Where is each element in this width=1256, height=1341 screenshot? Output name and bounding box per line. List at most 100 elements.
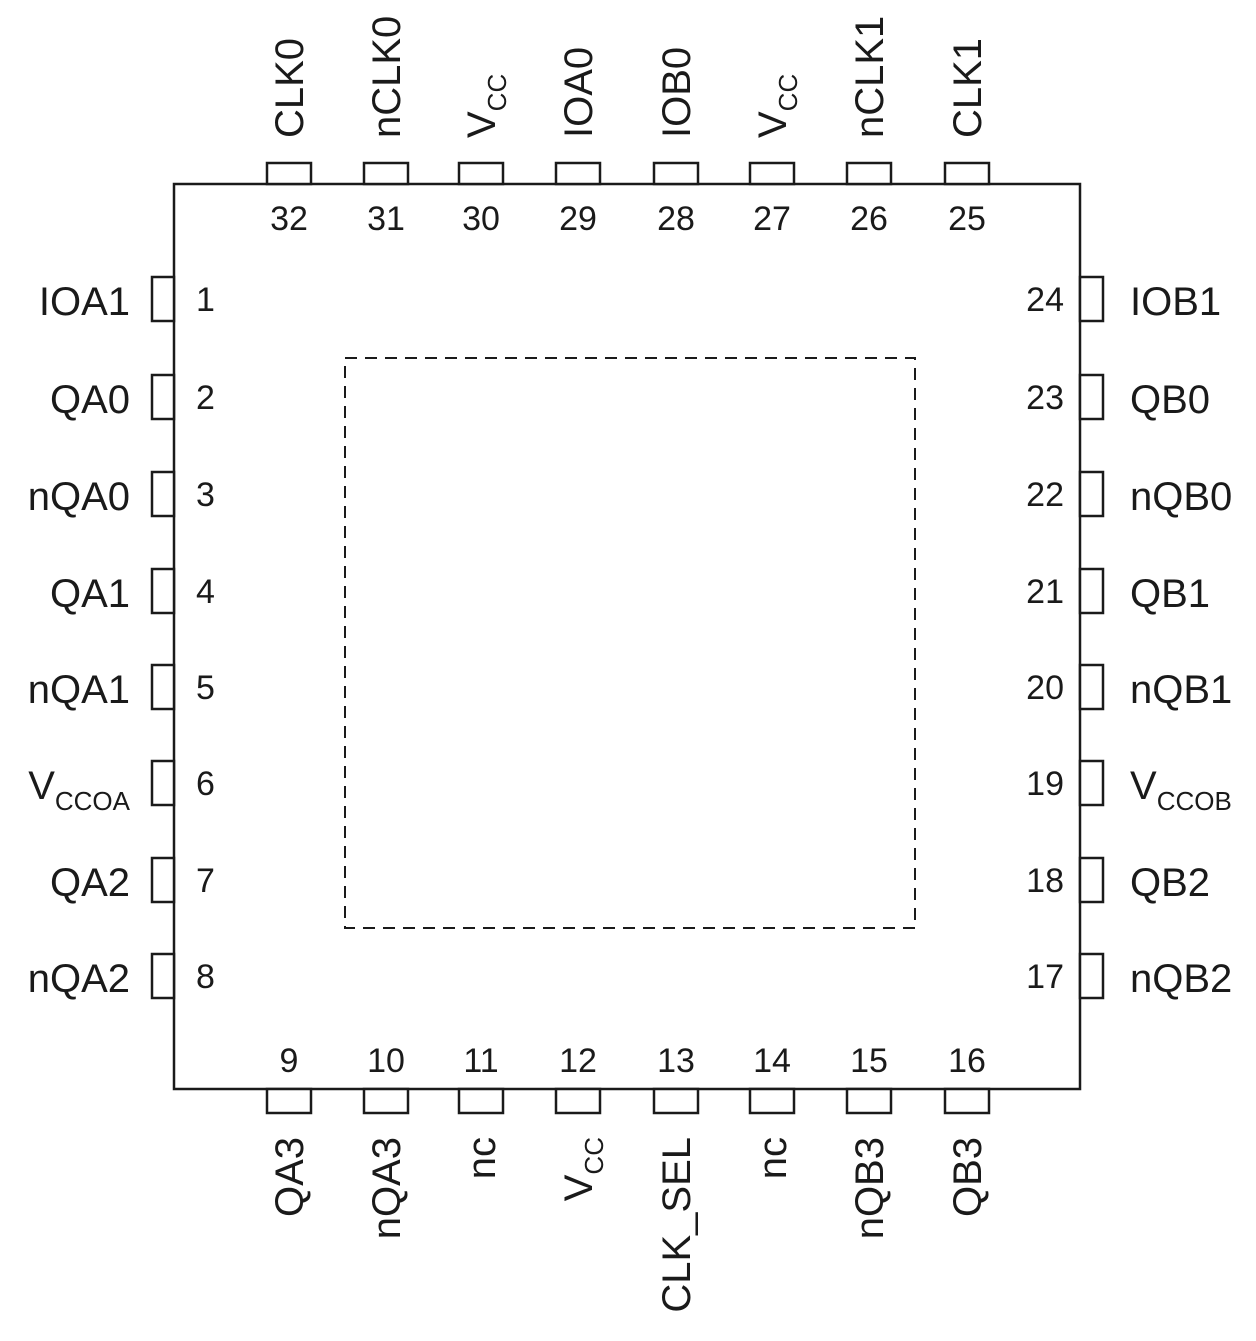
pin-21-name: QB1	[1130, 572, 1210, 616]
pin-7-lead	[150, 856, 176, 904]
pin-3-name: nQA0	[28, 475, 130, 519]
pin-16-number: 16	[948, 1042, 986, 1080]
pin-11-number: 11	[463, 1042, 498, 1080]
pin-32-number: 32	[270, 200, 308, 238]
pin-19-name: VCCOB	[1130, 764, 1232, 816]
pin-6-name-subscript: CCOA	[55, 786, 131, 816]
pin-26-number: 26	[850, 200, 888, 238]
pin-9-number: 9	[280, 1042, 299, 1080]
pin-18-lead	[1078, 856, 1105, 904]
pin-13-number: 13	[657, 1042, 695, 1080]
pin-12-number: 12	[559, 1042, 597, 1080]
exposed-pad-outline	[344, 357, 916, 929]
pin-12-lead	[554, 1087, 602, 1115]
pin-14-name: nc	[751, 1137, 795, 1179]
pin-23-lead	[1078, 373, 1105, 421]
pin-4-name: QA1	[50, 572, 130, 616]
pin-22-number: 22	[1026, 476, 1064, 514]
pin-9-lead	[265, 1087, 313, 1115]
pin-12-name-subscript: CC	[579, 1137, 609, 1175]
pin-3-lead	[150, 470, 176, 518]
pin-10-name: nQA3	[365, 1137, 409, 1239]
pin-28-lead	[652, 161, 700, 186]
pin-25-lead	[943, 161, 991, 186]
pin-3-number: 3	[196, 476, 215, 514]
pin-21-number: 21	[1026, 573, 1064, 611]
pin-7-number: 7	[196, 862, 215, 900]
package-body	[172, 182, 1082, 1091]
pin-13-lead	[652, 1087, 700, 1115]
pin-16-name: QB3	[946, 1137, 990, 1217]
pin-14-number: 14	[753, 1042, 791, 1080]
pin-8-lead	[150, 952, 176, 1000]
pin-10-lead	[362, 1087, 410, 1115]
pin-26-name: nCLK1	[848, 16, 892, 138]
pin-2-number: 2	[196, 379, 215, 417]
pin-9-name: QA3	[268, 1137, 312, 1217]
pin-15-name: nQB3	[848, 1137, 892, 1239]
pin-14-lead	[748, 1087, 796, 1115]
pin-30-lead	[457, 161, 505, 186]
pin-31-number: 31	[367, 200, 405, 238]
pin-18-name: QB2	[1130, 861, 1210, 905]
pin-22-name: nQB0	[1130, 475, 1232, 519]
pin-5-name: nQA1	[28, 668, 130, 712]
pin-2-name: QA0	[50, 378, 130, 422]
pin-20-name: nQB1	[1130, 668, 1232, 712]
pin-11-lead	[457, 1087, 505, 1115]
pin-27-name: VCC	[751, 74, 803, 138]
pin-1-name: IOA1	[39, 280, 130, 324]
pin-30-name: VCC	[460, 74, 512, 138]
pin-10-number: 10	[367, 1042, 405, 1080]
pin-28-number: 28	[657, 200, 695, 238]
pin-12-name: VCC	[557, 1137, 609, 1201]
pin-29-number: 29	[559, 200, 597, 238]
pin-1-lead	[150, 275, 176, 323]
pin-6-name: VCCOA	[28, 764, 130, 816]
pin-2-lead	[150, 373, 176, 421]
pin-17-lead	[1078, 952, 1105, 1000]
pin-20-number: 20	[1026, 669, 1064, 707]
pin-17-name: nQB2	[1130, 957, 1232, 1001]
pin-24-name: IOB1	[1130, 280, 1221, 324]
pin-8-number: 8	[196, 958, 215, 996]
pin-25-number: 25	[948, 200, 986, 238]
pin-17-number: 17	[1026, 958, 1064, 996]
pin-32-lead	[265, 161, 313, 186]
pin-22-lead	[1078, 470, 1105, 518]
pin-18-number: 18	[1026, 862, 1064, 900]
pin-19-number: 19	[1026, 765, 1064, 803]
pin-25-name: CLK1	[946, 38, 990, 138]
pin-16-lead	[943, 1087, 991, 1115]
pin-4-lead	[150, 567, 176, 615]
pin-31-lead	[362, 161, 410, 186]
pin-1-number: 1	[196, 281, 215, 319]
pin-30-number: 30	[462, 200, 500, 238]
pin-23-name: QB0	[1130, 378, 1210, 422]
pin-8-name: nQA2	[28, 957, 130, 1001]
pin-5-number: 5	[196, 669, 215, 707]
pin-29-name: IOA0	[557, 47, 601, 138]
pin-31-name: nCLK0	[365, 16, 409, 138]
pin-27-number: 27	[753, 200, 791, 238]
pin-4-number: 4	[196, 573, 215, 611]
pin-15-number: 15	[850, 1042, 888, 1080]
pin-32-name: CLK0	[268, 38, 312, 138]
pin-6-lead	[150, 759, 176, 807]
pin-11-name: nc	[460, 1137, 504, 1179]
pin-19-name-subscript: CCOB	[1157, 786, 1232, 816]
pin-24-lead	[1078, 275, 1105, 323]
pin-24-number: 24	[1026, 281, 1064, 319]
pin-6-number: 6	[196, 765, 215, 803]
pin-15-lead	[845, 1087, 893, 1115]
pin-27-lead	[748, 161, 796, 186]
pin-28-name: IOB0	[655, 47, 699, 138]
pin-7-name: QA2	[50, 861, 130, 905]
pin-27-name-subscript: CC	[773, 74, 803, 112]
pin-19-lead	[1078, 759, 1105, 807]
pin-23-number: 23	[1026, 379, 1064, 417]
pin-20-lead	[1078, 663, 1105, 711]
pin-30-name-subscript: CC	[482, 74, 512, 112]
pin-13-name: CLK_SEL	[655, 1137, 699, 1313]
